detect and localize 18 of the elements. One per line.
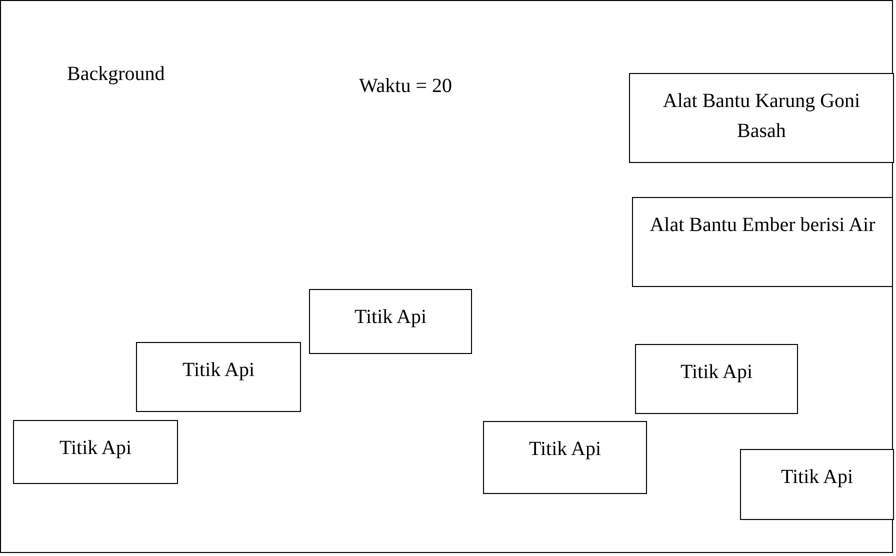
box-label: Titik Api: [58, 436, 133, 461]
frame-title: Background: [67, 62, 165, 87]
box-label: Titik Api: [679, 360, 754, 385]
box-label: Titik Api: [528, 437, 602, 462]
time-label: Waktu = 20: [359, 74, 452, 99]
box-label: Titik Api: [780, 465, 854, 490]
box-label: Titik Api: [353, 305, 428, 330]
text-box: [740, 449, 894, 520]
text-box: [635, 344, 798, 414]
text-box: [13, 420, 178, 484]
text-box: [483, 421, 647, 494]
text-box: [632, 197, 893, 287]
text-box: [136, 342, 301, 412]
text-box: [629, 73, 894, 163]
box-label: Titik Api: [181, 358, 256, 383]
box-label: Alat Bantu Ember berisi Air: [648, 213, 876, 238]
box-label: Alat Bantu Karung Goni Basah: [662, 89, 862, 144]
text-box: [309, 289, 472, 354]
